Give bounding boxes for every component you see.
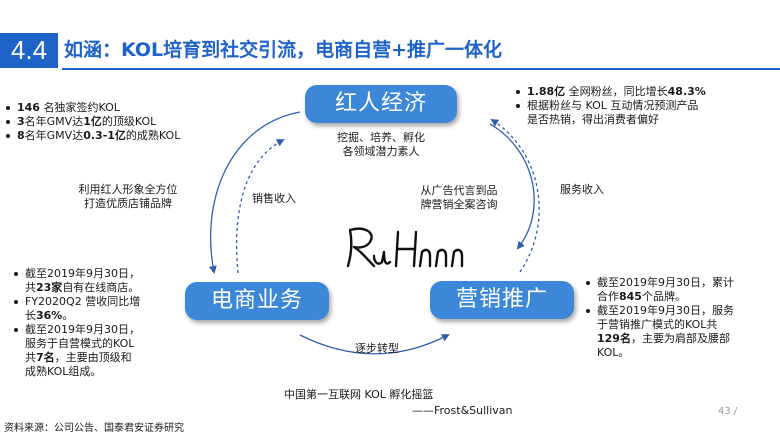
node-influencer-economy: 红人经济: [305, 85, 457, 123]
list-item: 截至2019年9月30日，累计 合作845个品牌。: [584, 276, 734, 304]
top-left-bullets: 146 名独家签约KOL 3名年GMV达1亿的顶级KOL 8名年GMV达0.3-…: [4, 101, 180, 143]
page-title: 如涵：KOL培育到社交引流，电商自营+推广一体化: [64, 39, 503, 61]
arrow-right-to-top: [490, 118, 540, 273]
section-number: 4.4: [0, 33, 58, 68]
arrow-left-to-top: [235, 139, 285, 274]
label-service-revenue: 服务收入: [560, 183, 604, 196]
list-item: 146 名独家签约KOL: [4, 101, 180, 115]
node-marketing: 营销推广: [430, 281, 574, 319]
label-transition: 逐步转型: [355, 342, 399, 355]
top-right-bullets: 1.88亿 全网粉丝，同比增长48.3% 根据粉丝与 KOL 互动情况预测产品是…: [514, 85, 706, 127]
list-item: FY2020Q2 营收同比增 长36%。: [12, 295, 140, 323]
arrow-left-to-right: [299, 334, 450, 355]
list-item: 根据粉丝与 KOL 互动情况预测产品是否热销，得出消费者偏好: [514, 99, 706, 127]
list-item: 截至2019年9月30日，服务 于营销推广模式的KOL共 129名，主要为肩部及…: [584, 304, 734, 360]
title-underline: [62, 68, 780, 70]
quote: 中国第一互联网 KOL 孵化摇篮: [284, 388, 434, 401]
quote-source: ——Frost&Sullivan: [412, 404, 513, 417]
node-ecommerce: 电商业务: [185, 282, 329, 320]
label-top-center: 挖掘、培养、孵化 各领域潜力素人: [337, 131, 425, 158]
list-item: 截至2019年9月30日， 服务于自营模式的KOL 共7名，主要由顶级和 成熟K…: [12, 323, 140, 379]
list-item: 1.88亿 全网粉丝，同比增长48.3%: [514, 85, 706, 99]
page-number: 43 /: [718, 406, 738, 417]
label-sales-revenue: 销售收入: [252, 192, 296, 205]
bottom-left-bullets: 截至2019年9月30日， 共23家自有在线商店。 FY2020Q2 营收同比增…: [12, 267, 140, 379]
list-item: 8名年GMV达0.3-1亿的成熟KOL: [4, 129, 180, 143]
ruhnn-logo: [346, 227, 464, 268]
label-center-right: 从广告代言到品 牌营销全案咨询: [420, 184, 498, 211]
label-left-brand: 利用红人形象全方位 打造优质店铺品牌: [78, 183, 178, 210]
list-item: 3名年GMV达1亿的顶级KOL: [4, 115, 180, 129]
source-note: 资料来源：公司公告、国泰君安证券研究: [4, 423, 184, 434]
arrow-top-to-left: [208, 111, 301, 274]
arrow-top-to-right: [489, 123, 535, 250]
list-item: 截至2019年9月30日， 共23家自有在线商店。: [12, 267, 140, 295]
bottom-right-bullets: 截至2019年9月30日，累计 合作845个品牌。 截至2019年9月30日，服…: [584, 276, 734, 360]
